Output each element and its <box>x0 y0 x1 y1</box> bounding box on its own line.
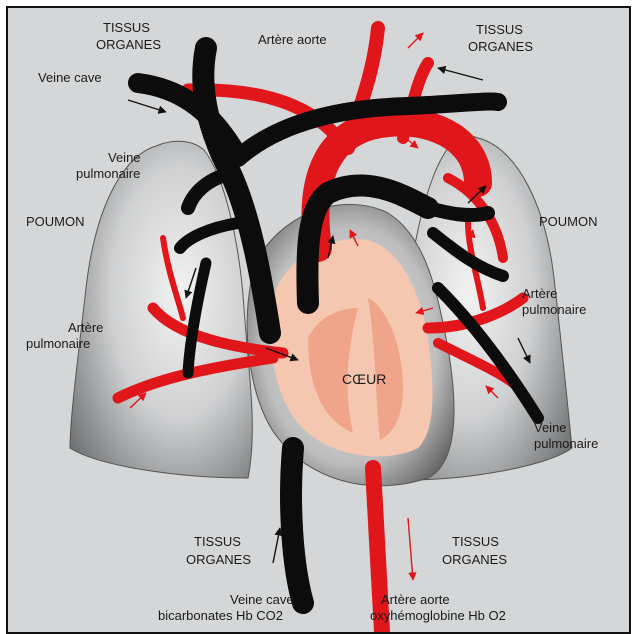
tissus-top-right: TISSUS <box>476 22 523 37</box>
poumon-right-label: POUMON <box>539 214 598 229</box>
artere-pulmonaire-left-label-1: Artère <box>68 320 103 335</box>
arrow-aorte-bottom <box>408 518 413 580</box>
bicarbonates-label: bicarbonates Hb CO2 <box>158 608 283 623</box>
veine-pulmonaire-right-label-1: Veine <box>534 420 567 435</box>
artere-aorte-top-label: Artère aorte <box>258 32 327 47</box>
diagram-frame: TISSUS ORGANES Artère aorte TISSUS ORGAN… <box>6 6 631 634</box>
artere-aorte-bottom-label: Artère aorte <box>381 592 450 607</box>
arrow-veine-cave-top <box>128 100 166 112</box>
coeur-label: CŒUR <box>342 372 386 387</box>
artere-pulmonaire-right-label-2: pulmonaire <box>522 302 586 317</box>
tissus-top-left: TISSUS <box>103 20 150 35</box>
organes-top-left: ORGANES <box>96 37 161 52</box>
oxyhemoglobine-label: oxyhémoglobine Hb O2 <box>370 608 506 623</box>
organes-top-right: ORGANES <box>468 39 533 54</box>
veine-pulmonaire-left-label-1: Veine <box>108 150 141 165</box>
veine-pulmonaire-left-label-2: pulmonaire <box>76 166 140 181</box>
veine-cave-bottom-label: Veine cave <box>230 592 294 607</box>
tissus-bottom-left: TISSUS <box>194 534 241 549</box>
arrow-veine-cave-bottom <box>273 528 280 563</box>
artere-pulmonaire-left-label-2: pulmonaire <box>26 336 90 351</box>
veine-cave-top-label: Veine cave <box>38 70 102 85</box>
poumon-left-label: POUMON <box>26 214 85 229</box>
arrow-tissus-right <box>438 68 483 80</box>
tissus-bottom-right: TISSUS <box>452 534 499 549</box>
organes-bottom-right: ORGANES <box>442 552 507 567</box>
organes-bottom-left: ORGANES <box>186 552 251 567</box>
veine-pulmonaire-right-label-2: pulmonaire <box>534 436 598 451</box>
artere-pulmonaire-right-label-1: Artère <box>522 286 557 301</box>
arrow-aorte-top <box>408 33 423 48</box>
